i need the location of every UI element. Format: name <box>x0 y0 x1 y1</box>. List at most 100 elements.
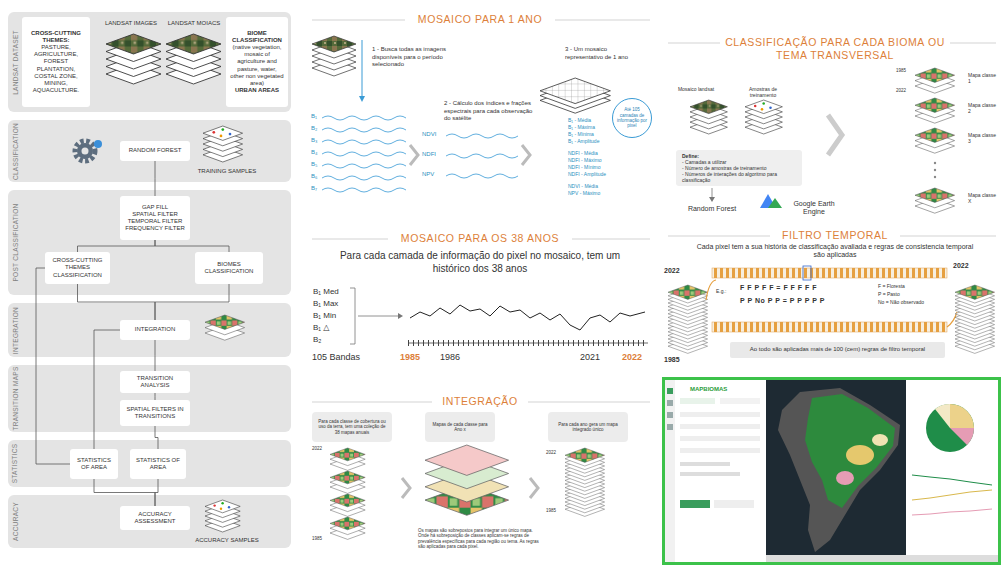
band-name: B₁ Max <box>313 300 349 309</box>
band-name: B₃ <box>311 137 321 144</box>
label-box: 2022 <box>546 450 562 455</box>
label-box: B₁ - Amplitude <box>568 139 612 145</box>
band-name: B₇ <box>311 185 321 192</box>
filtered-stack <box>955 285 995 353</box>
band-name: B₁ Med <box>313 288 349 297</box>
layer-name: NDFI - Mínimo <box>568 165 618 171</box>
label-box: B₁ Min <box>313 312 349 321</box>
small-caption: Amostras de treinamento <box>738 86 788 98</box>
label-box: TRAINING SAMPLES <box>192 168 262 175</box>
band-name: NPV <box>422 171 444 178</box>
year-label: 1985 <box>664 356 686 363</box>
label-box: 3 - Um mosaico representativo de 1 ano <box>565 46 645 61</box>
wave <box>322 116 406 120</box>
band-waves <box>322 116 518 192</box>
filtered-history-bar <box>712 322 947 332</box>
arrow-line <box>712 188 713 198</box>
form-field <box>680 436 760 441</box>
wave <box>322 188 406 192</box>
class-map-stack <box>330 448 365 470</box>
form-field <box>680 448 760 453</box>
connector <box>155 393 156 400</box>
label-box: 2 - Cálculo dos índices e frações espect… <box>444 100 534 123</box>
band-name: B₁ <box>311 113 321 120</box>
gear-teeth <box>75 141 95 161</box>
label-box: 1985 <box>400 352 426 362</box>
box-text: - Camadas a utilizar <box>682 159 726 165</box>
land-cover-patch <box>836 471 854 485</box>
box-text: SPATIAL FILTER <box>132 211 177 218</box>
band-label: INTEGRATION <box>12 306 19 353</box>
landsat-image-stack <box>106 34 161 84</box>
map-area <box>766 380 906 555</box>
box-text: CROSS-CUTTING THEMES: <box>26 30 86 44</box>
process-box: SPATIAL FILTERS IN TRANSITIONS <box>120 400 190 426</box>
label-box: B₃ <box>311 137 321 144</box>
gear-icon <box>75 140 102 161</box>
form-field <box>680 412 760 417</box>
small-note: Os mapas são sobrepostos para integrar u… <box>418 528 543 550</box>
theme-box: CROSS-CUTTING THEMES:PASTURE, AGRICULTUR… <box>22 17 90 107</box>
caption: Cada pixel tem a sua história de classif… <box>695 243 975 260</box>
label-box: Mapa classe 2 <box>968 102 998 114</box>
year-label: 2022 <box>664 267 686 274</box>
landsat-mosaic-stack <box>690 100 727 134</box>
pixel-highlight <box>803 266 811 280</box>
label-box: 1 - Busca todas as imagens disponíveis p… <box>372 46 452 69</box>
class-map-stack <box>915 68 955 93</box>
band-label: TRANSITION MAPS <box>12 366 19 430</box>
trend-line <box>912 509 992 515</box>
small-note: P = Pasto <box>878 291 948 297</box>
label-box: Cada pixel tem a sua história de classif… <box>695 243 975 260</box>
box-text: - Número de amostras de treinamento <box>682 165 766 171</box>
section-title: MOSAICO PARA 1 ANO <box>380 13 580 26</box>
label-box: B₁ - Máxima <box>568 125 612 131</box>
small-note: E.g.: <box>716 288 736 294</box>
title-rule <box>312 20 405 21</box>
chevron <box>410 145 418 165</box>
small-note: Mapa classe 3 <box>968 132 998 144</box>
box-text: URBAN AREAS <box>235 87 279 94</box>
wave <box>446 174 518 178</box>
label-box: E.g.: <box>716 288 736 294</box>
label-box: Mapa classe 3 <box>968 132 998 144</box>
label-box: NPV - Máximo <box>568 191 618 197</box>
connector <box>78 284 156 320</box>
process-box: ACCURACY ASSESSMENT <box>120 506 190 530</box>
box-text: INTEGRATION <box>135 326 176 333</box>
bracket <box>350 288 355 344</box>
pie-slice <box>950 428 974 445</box>
label-box: Mapa classe 1 <box>968 72 998 84</box>
connector <box>155 284 229 320</box>
band-name: NDVI <box>422 131 444 138</box>
classification-history-bar <box>712 268 947 278</box>
title-rule <box>950 43 996 44</box>
box-text: Define: <box>682 153 699 159</box>
label-box: CLASSIFICAÇÃO PARA CADA BIOMA OU TEMA TR… <box>720 36 950 62</box>
layer-name: NDFI - Média <box>568 151 618 157</box>
label-box: 2022 <box>953 262 975 269</box>
box-text: GAP FILL <box>142 204 168 211</box>
step-text: 1 - Busca todas as imagens disponíveis p… <box>372 46 452 69</box>
icon-caption: ACCURACY SAMPLES <box>192 537 262 544</box>
small-note: 1985 <box>896 68 912 73</box>
small-note: Mapa classe 1 <box>968 72 998 84</box>
small-note: 2022 <box>312 446 328 451</box>
wave <box>446 154 518 158</box>
layer-name: NDFI - Máximo <box>568 158 618 164</box>
box-text: PASTURE, AGRICULTURE, FOREST PLANTATION,… <box>26 44 86 94</box>
layer-name: NDFI - Amplitude <box>568 172 618 178</box>
wave <box>322 140 406 144</box>
icon-bar <box>665 380 675 562</box>
small-note: 1985 <box>546 508 562 513</box>
overlaid-maps <box>425 445 509 515</box>
box-text: STATISTICS OF AREA <box>134 457 182 471</box>
label-box: B₅ <box>311 161 321 168</box>
label-box: B₁ - Média <box>568 118 612 124</box>
caption: Google Earth Engine <box>784 200 844 217</box>
note-circle: Até 105 camadas de informação por pixel <box>612 98 652 138</box>
phase-band: TRANSITION MAPSTRANSITION ANALYSISSPATIA… <box>8 365 291 432</box>
